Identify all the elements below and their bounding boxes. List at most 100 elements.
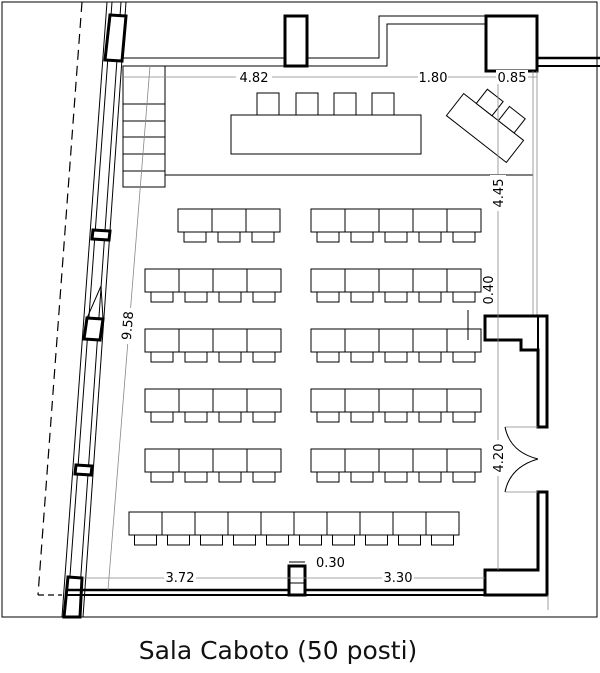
chair xyxy=(252,411,276,423)
dim-right-lower: 4.20 xyxy=(492,444,507,473)
chair xyxy=(384,351,408,363)
plan-frame xyxy=(1,1,598,618)
chair xyxy=(217,231,241,243)
desk xyxy=(446,388,482,413)
chair xyxy=(452,471,476,483)
chair xyxy=(350,231,374,243)
desk xyxy=(446,268,482,293)
desk xyxy=(446,448,482,473)
desk xyxy=(310,388,346,413)
chair xyxy=(350,351,374,363)
chair xyxy=(266,534,289,546)
chair xyxy=(218,471,242,483)
desk xyxy=(212,388,248,413)
chair xyxy=(418,471,442,483)
chair xyxy=(150,471,174,483)
desk xyxy=(246,448,282,473)
speaker-table xyxy=(230,114,422,155)
dim-top-left: 4.82 xyxy=(240,71,269,86)
chair xyxy=(134,534,157,546)
desk xyxy=(392,511,427,536)
chair xyxy=(167,534,190,546)
chair xyxy=(452,291,476,303)
chair xyxy=(452,411,476,423)
dim-bottom-pillar: 0.30 xyxy=(316,556,345,571)
desk xyxy=(212,328,248,353)
chair xyxy=(218,291,242,303)
chair xyxy=(452,351,476,363)
chair xyxy=(418,231,442,243)
desk xyxy=(212,268,248,293)
chair xyxy=(350,471,374,483)
audience-desks xyxy=(128,208,482,546)
left-window-wall xyxy=(37,1,128,619)
stairs xyxy=(122,65,166,188)
dim-right-upper: 4.45 xyxy=(492,179,507,208)
chair xyxy=(418,351,442,363)
chair xyxy=(384,411,408,423)
desk xyxy=(161,511,196,536)
stage xyxy=(122,65,533,188)
chair xyxy=(183,231,207,243)
speaker-chairs xyxy=(256,92,395,116)
chair xyxy=(350,411,374,423)
desk xyxy=(378,208,414,233)
desk xyxy=(446,328,482,353)
desk xyxy=(412,268,448,293)
chair xyxy=(350,291,374,303)
desk xyxy=(378,388,414,413)
chair xyxy=(431,534,454,546)
chair xyxy=(150,291,174,303)
desk xyxy=(344,448,380,473)
desk xyxy=(425,511,460,536)
desk xyxy=(246,268,282,293)
chair xyxy=(365,534,388,546)
desk xyxy=(344,268,380,293)
chair xyxy=(316,351,340,363)
bottom-wall xyxy=(67,564,549,610)
desk xyxy=(246,328,282,353)
desk xyxy=(144,268,180,293)
desk xyxy=(227,511,262,536)
chair xyxy=(150,411,174,423)
chair xyxy=(252,471,276,483)
desk xyxy=(178,448,214,473)
chair xyxy=(251,231,275,243)
desk xyxy=(260,511,295,536)
desk xyxy=(412,328,448,353)
desk xyxy=(412,208,448,233)
door xyxy=(504,426,539,493)
desk xyxy=(211,208,247,233)
desk xyxy=(412,388,448,413)
desk xyxy=(245,208,281,233)
dim-left-diagonal: 9.58 xyxy=(120,311,137,341)
desk xyxy=(310,328,346,353)
desk xyxy=(359,511,394,536)
chair xyxy=(218,411,242,423)
desk xyxy=(212,448,248,473)
chair xyxy=(256,92,280,116)
chair xyxy=(316,291,340,303)
desk xyxy=(194,511,229,536)
desk xyxy=(310,208,346,233)
chair xyxy=(316,411,340,423)
chair xyxy=(332,534,355,546)
chair xyxy=(452,231,476,243)
desk xyxy=(178,268,214,293)
chair xyxy=(418,291,442,303)
dim-top-right: 0.85 xyxy=(498,71,527,86)
chair xyxy=(184,471,208,483)
chair xyxy=(184,291,208,303)
chair xyxy=(316,471,340,483)
desk xyxy=(412,448,448,473)
chair xyxy=(384,291,408,303)
desk xyxy=(144,388,180,413)
top-wall xyxy=(123,14,600,73)
desk xyxy=(310,268,346,293)
side-desk xyxy=(445,88,526,164)
dimension-labels: 4.82 1.80 0.85 4.45 0.40 4.20 9.58 3.72 … xyxy=(119,70,528,586)
desk xyxy=(378,268,414,293)
desk xyxy=(178,328,214,353)
desk xyxy=(246,388,282,413)
desk xyxy=(293,511,328,536)
